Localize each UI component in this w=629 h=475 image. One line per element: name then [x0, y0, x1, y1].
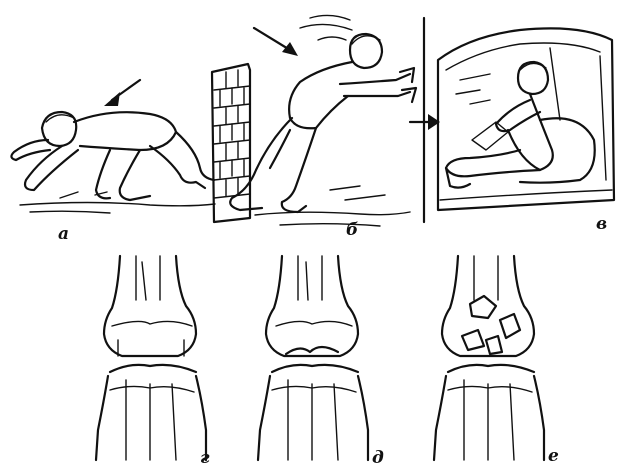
label-panel-b: б	[346, 222, 358, 239]
panel-v-illustration	[410, 18, 614, 222]
label-panel-g: г	[200, 450, 210, 467]
label-panel-v: в	[596, 216, 607, 233]
panel-b-illustration	[212, 15, 416, 226]
panel-e-illustration	[434, 256, 544, 460]
panel-g-illustration	[96, 256, 206, 460]
label-panel-a: а	[58, 226, 69, 243]
panel-a-illustration	[11, 80, 215, 213]
panel-d-illustration	[258, 256, 368, 460]
label-panel-e: е	[548, 448, 559, 465]
label-panel-d: д	[372, 450, 384, 467]
